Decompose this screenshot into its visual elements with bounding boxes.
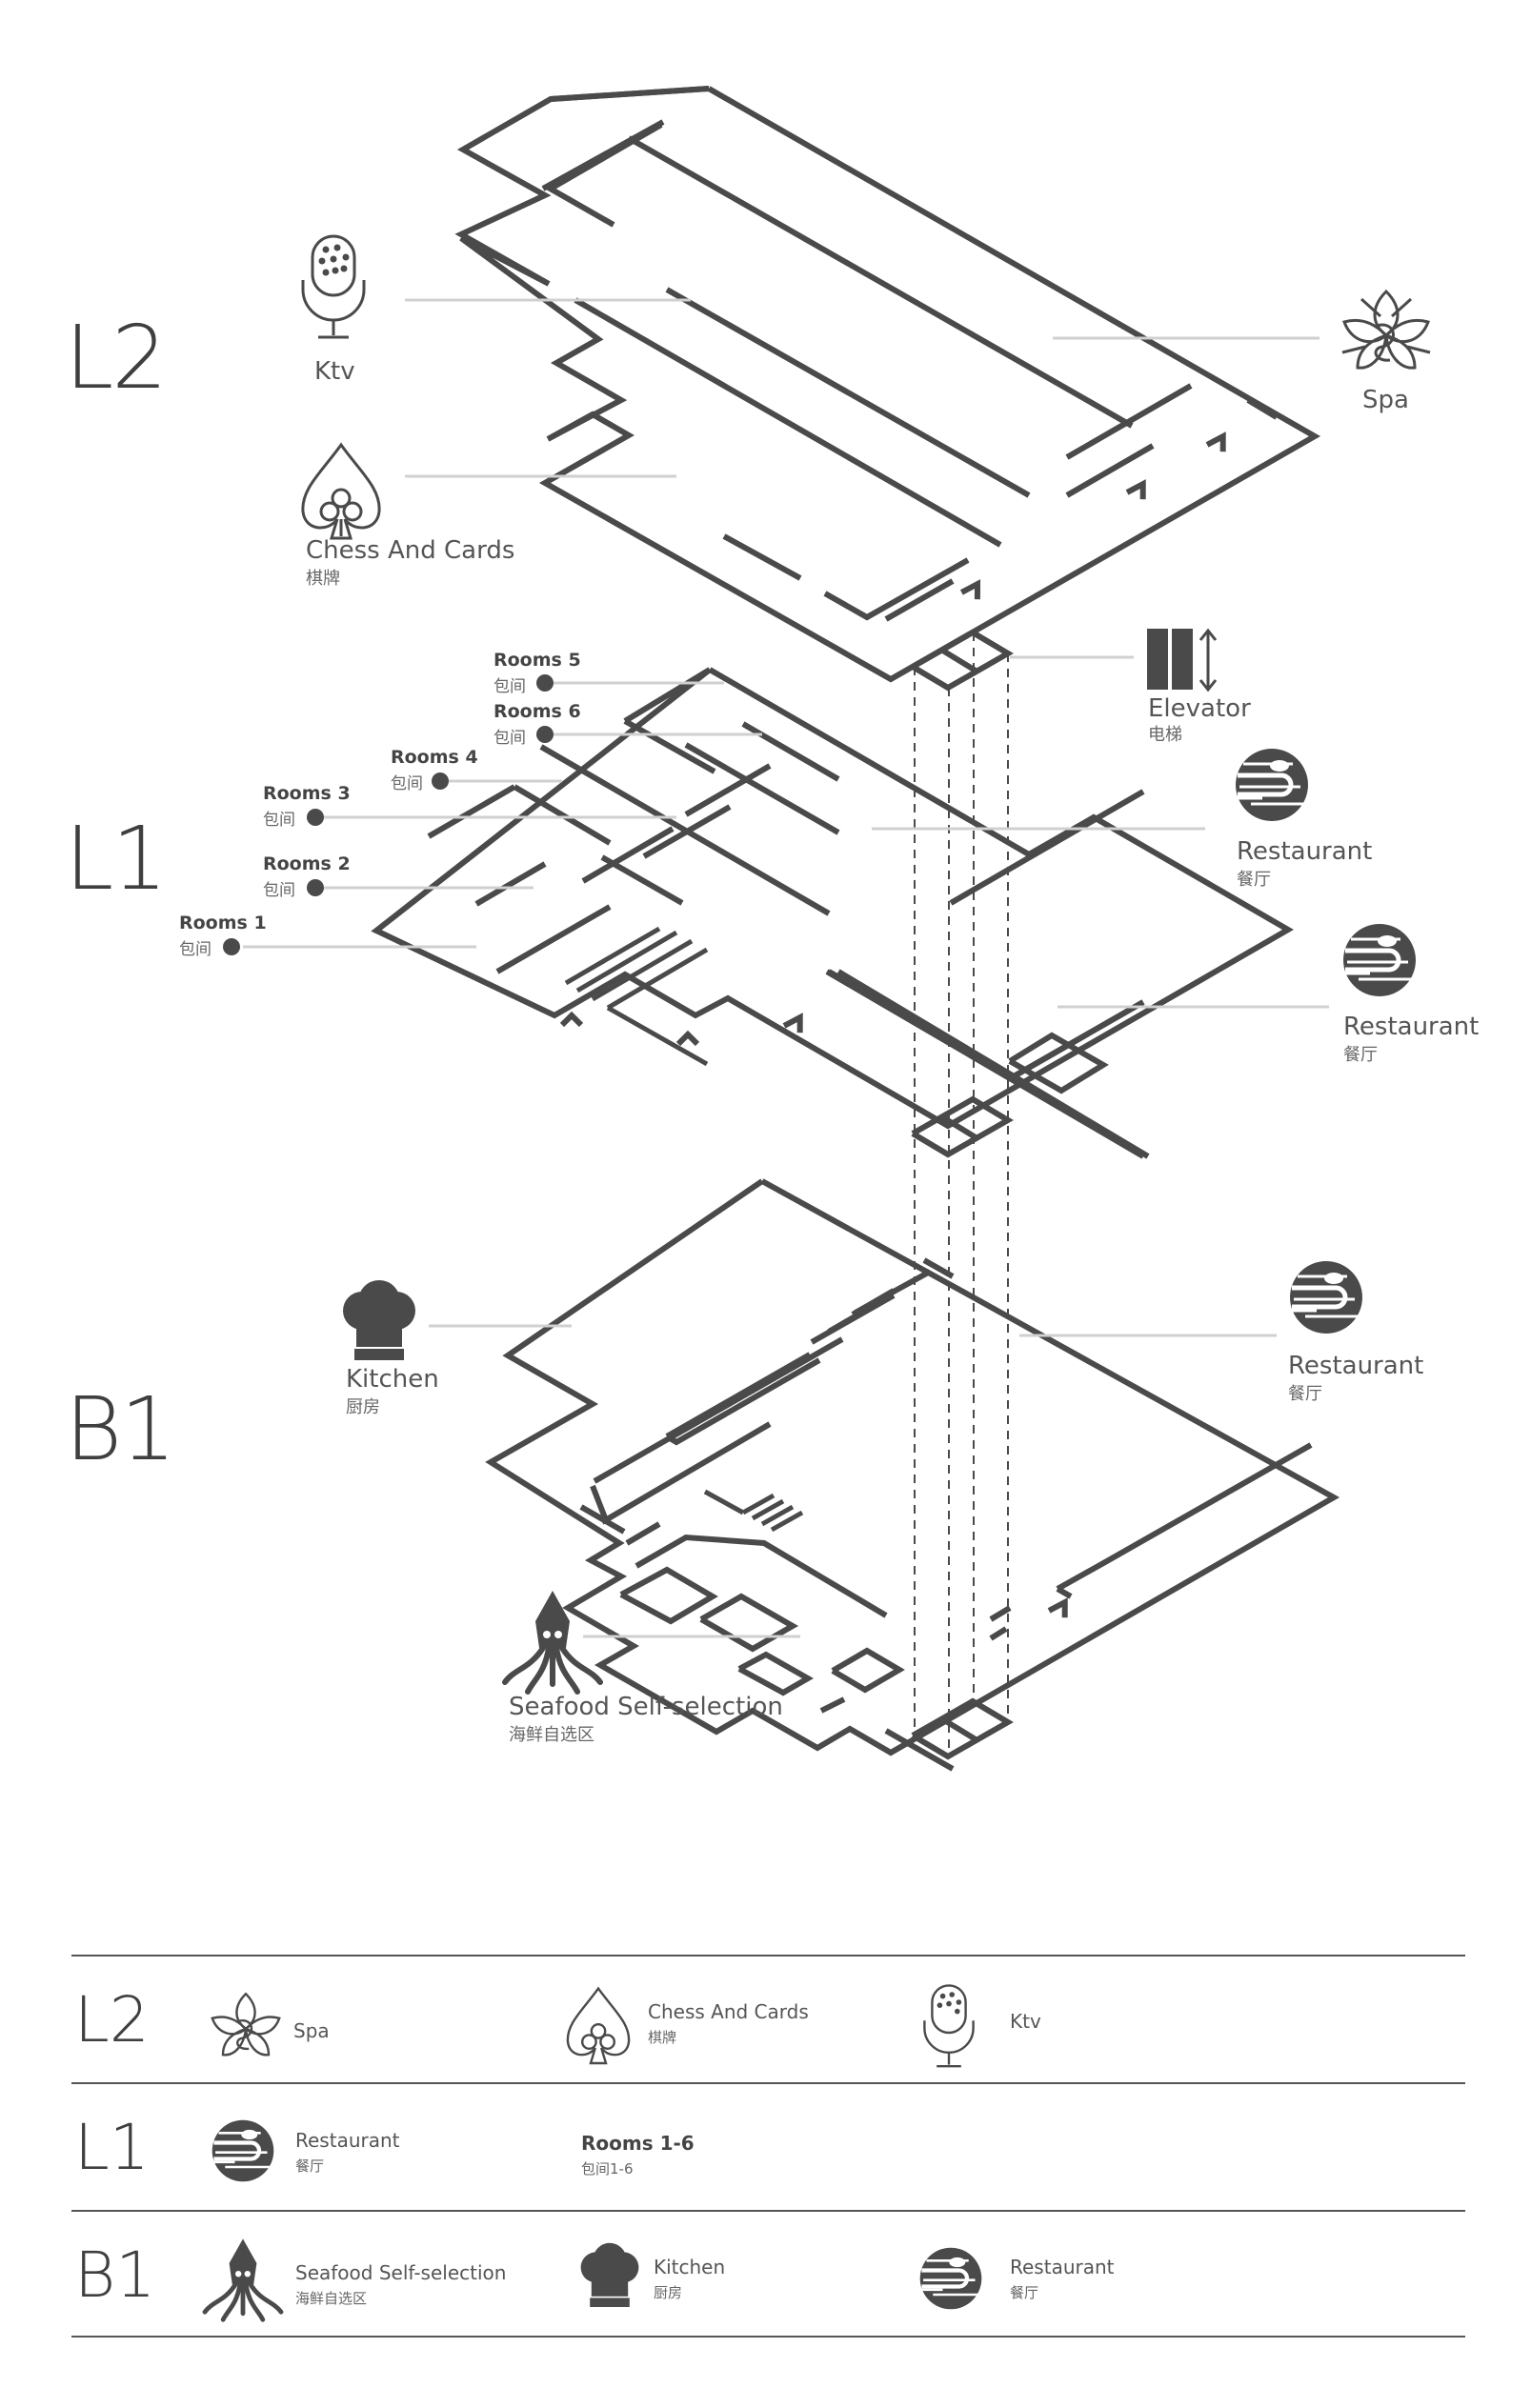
l2-elevator-box [911,629,1014,692]
legend-rule [71,2210,1465,2212]
legend-seafood-label-cn: 海鲜自选区 [295,2290,368,2307]
legend-spa-label: Spa [293,2019,330,2042]
legend-restaurant-label: Restaurant [295,2129,400,2152]
b1-restaurant-label-cn: 餐厅 [1288,1384,1322,1404]
restaurant-a-label-cn: 餐厅 [1237,870,1271,890]
microphone-icon [923,1984,975,2068]
spade-icon [566,1986,631,2065]
restaurant-a-label: Restaurant [1237,837,1373,866]
room-2-label-cn: 包间 [263,881,295,900]
room-3-label-cn: 包间 [263,811,295,830]
plate-icon [1343,924,1416,996]
room-2-label: Rooms 2 [263,853,351,874]
room-6-label: Rooms 6 [494,701,581,722]
seafood-label: Seafood Self-selection [509,1693,783,1721]
plate-icon [1290,1261,1362,1334]
leader-lines [243,298,1329,1638]
legend-restaurant-label-cn: 餐厅 [295,2157,325,2175]
squid-icon [502,1591,603,1695]
floor-label-b1: B1 [65,1378,176,1480]
b1-restaurant-label: Restaurant [1288,1352,1424,1380]
elevator-label: Elevator [1148,694,1251,723]
b1-stair [703,1489,804,1533]
legend-kitchen-label-cn: 厨房 [654,2284,683,2301]
microphone-icon [301,234,366,339]
lotus-icon [211,1992,281,2057]
lotus-icon [1341,289,1431,370]
kitchen-label: Kitchen [346,1365,439,1394]
legend-rule [71,2336,1465,2338]
floor-label-l1: L1 [65,808,168,910]
plate-icon [1236,749,1308,821]
chef-hat-icon [580,2242,639,2307]
chess-label: Chess And Cards [306,536,515,565]
legend-rule [71,2082,1465,2084]
spade-icon [301,442,381,540]
spa-label: Spa [1362,386,1409,414]
ktv-label: Ktv [314,357,355,386]
room-5-label-cn: 包间 [494,677,526,696]
legend-rooms-label-cn: 包间1-6 [581,2160,634,2177]
l1-elevator-box [911,1095,1014,1158]
l2-floor-outline [454,86,1321,683]
room-markers [223,674,554,955]
legend-rooms-label: Rooms 1-6 [581,2132,695,2155]
legend-rule [71,1955,1465,1956]
chess-label-cn: 棋牌 [306,569,340,589]
legend-ktv-label: Ktv [1010,2010,1041,2033]
kitchen-label-cn: 厨房 [346,1397,380,1417]
legend-b1-restaurant-label: Restaurant [1010,2256,1115,2278]
elevator-label-cn: 电梯 [1148,725,1182,745]
legend-floor-b1: B1 [74,2238,156,2312]
l1-floor-outline [371,667,1294,1159]
restaurant-b-label-cn: 餐厅 [1343,1045,1378,1065]
b1-elevator-box [911,1697,1014,1760]
room-3-label: Rooms 3 [263,783,351,804]
legend-floor-l2: L2 [74,1983,150,2057]
room-5-label: Rooms 5 [494,650,581,671]
room-4-label: Rooms 4 [391,747,478,768]
plate-icon [920,2248,982,2310]
legend-chess-label: Chess And Cards [648,2000,809,2023]
squid-icon [202,2238,284,2322]
elevator-shaft [914,632,1009,1756]
restaurant-b-label: Restaurant [1343,1013,1480,1041]
legend-b1-restaurant-label-cn: 餐厅 [1010,2284,1039,2301]
plate-icon [212,2120,274,2182]
room-6-label-cn: 包间 [494,729,526,748]
l1-stair [564,926,709,1067]
direction-arrows [559,431,1226,1618]
legend-kitchen-label: Kitchen [654,2256,726,2278]
legend-floor-l1: L1 [74,2111,150,2184]
legend-chess-label-cn: 棋牌 [648,2029,677,2046]
room-1-label-cn: 包间 [179,940,212,959]
seafood-label-cn: 海鲜自选区 [509,1725,594,1745]
room-4-label-cn: 包间 [391,774,423,793]
elevator-icon [1147,628,1218,692]
floor-label-l2: L2 [65,307,168,409]
legend-seafood-label: Seafood Self-selection [295,2261,507,2284]
b1-floor-outline [485,1178,1340,1772]
chef-hat-icon [343,1280,415,1360]
room-1-label: Rooms 1 [179,913,267,933]
